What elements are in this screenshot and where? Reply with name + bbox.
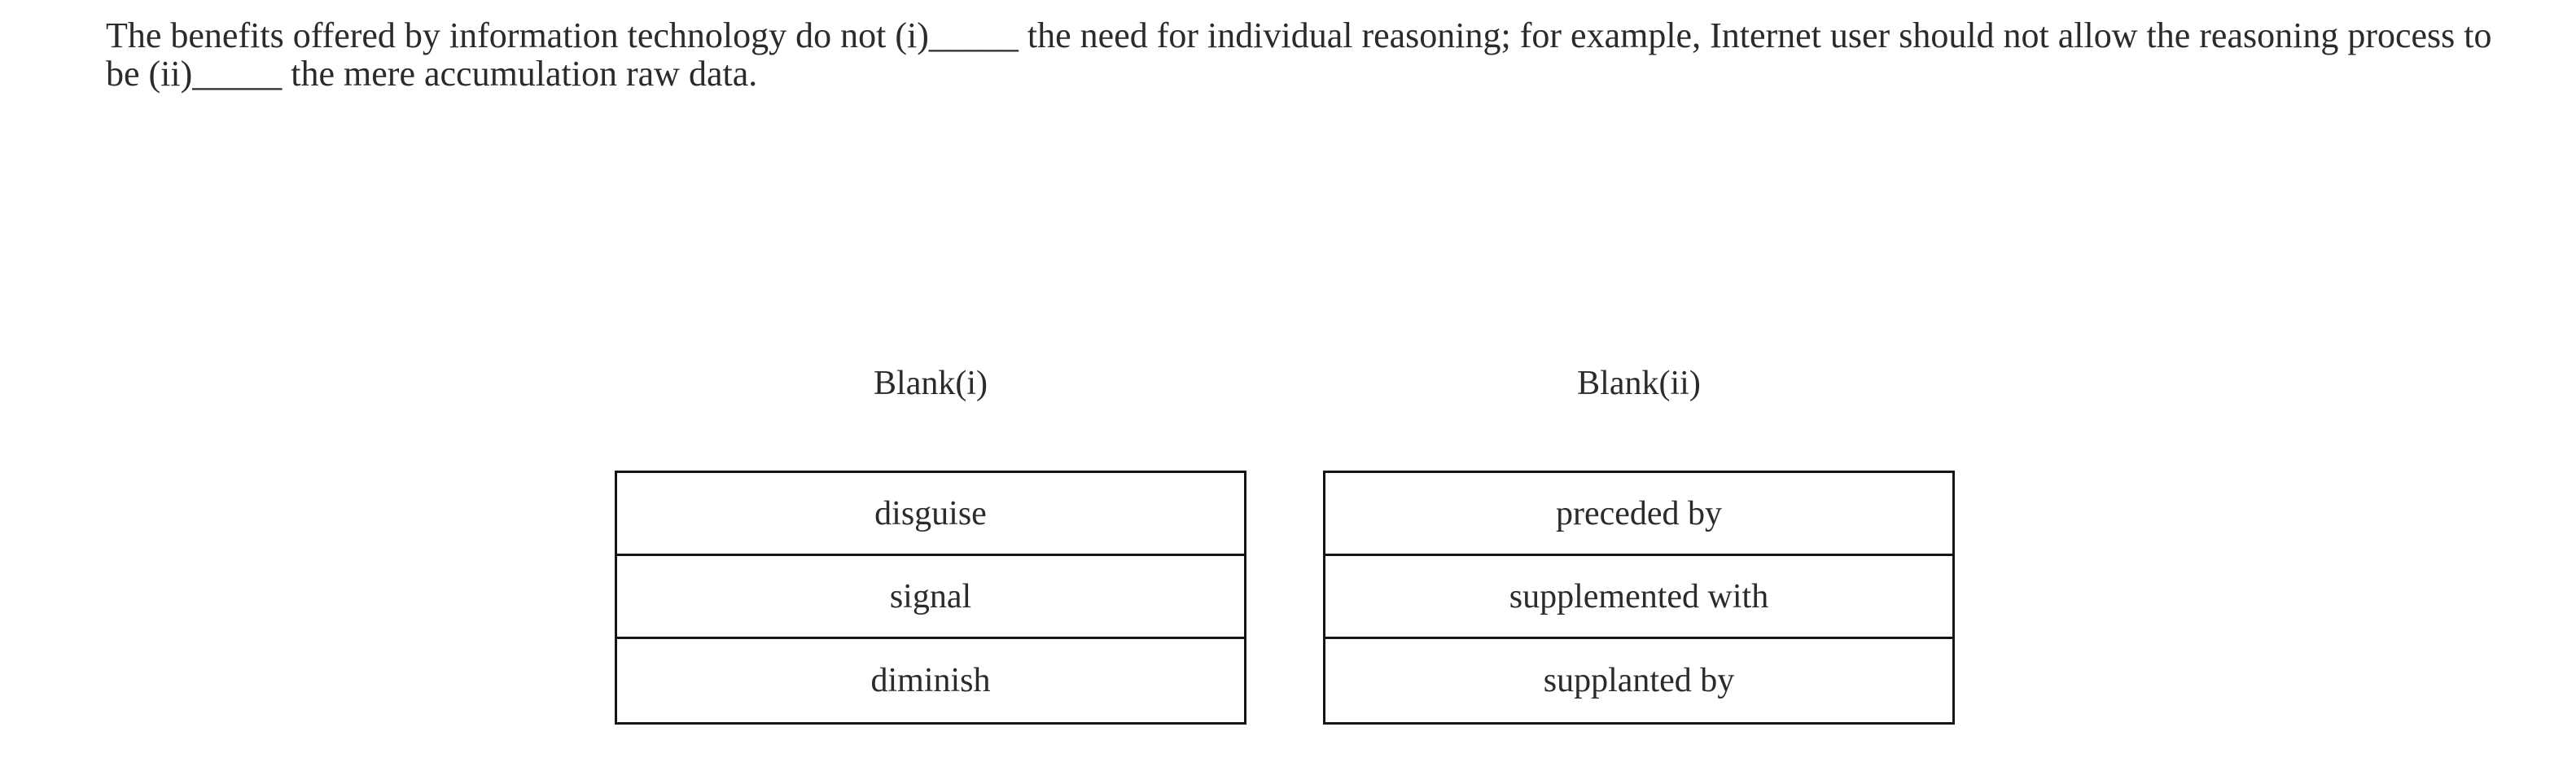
blank-ii-label: Blank(ii) — [1577, 365, 1701, 402]
blank-i-option-table: disguise signal diminish — [615, 471, 1246, 725]
option-group-blank-i: Blank(i) disguise signal diminish — [615, 365, 1246, 725]
question-passage: The benefits offered by information tech… — [106, 16, 2516, 93]
blank-ii-option-table: preceded by supplemented with supplanted… — [1323, 471, 1955, 725]
option-row[interactable]: supplemented with — [1325, 556, 1952, 639]
option-row[interactable]: signal — [617, 556, 1244, 639]
option-row[interactable]: preceded by — [1325, 473, 1952, 556]
option-label: signal — [889, 577, 972, 615]
blank-placeholder-ii: _____ — [192, 54, 283, 94]
option-label: preceded by — [1555, 494, 1723, 532]
passage-segment-1: The benefits offered by information tech… — [106, 15, 929, 55]
option-group-blank-ii: Blank(ii) preceded by supplemented with … — [1323, 365, 1955, 725]
passage-segment-3: the mere accumulation raw data. — [282, 54, 758, 94]
option-row[interactable]: supplanted by — [1325, 639, 1952, 722]
option-label: supplanted by — [1543, 662, 1735, 699]
option-label: supplemented with — [1509, 577, 1769, 615]
option-row[interactable]: disguise — [617, 473, 1244, 556]
option-row[interactable]: diminish — [617, 639, 1244, 722]
option-label: disguise — [874, 494, 987, 532]
option-label: diminish — [870, 662, 991, 699]
blank-placeholder-i: _____ — [928, 15, 1019, 55]
blank-i-label: Blank(i) — [874, 365, 988, 402]
passage-segment-2: the need for individual reasoning; for e… — [106, 15, 2492, 94]
